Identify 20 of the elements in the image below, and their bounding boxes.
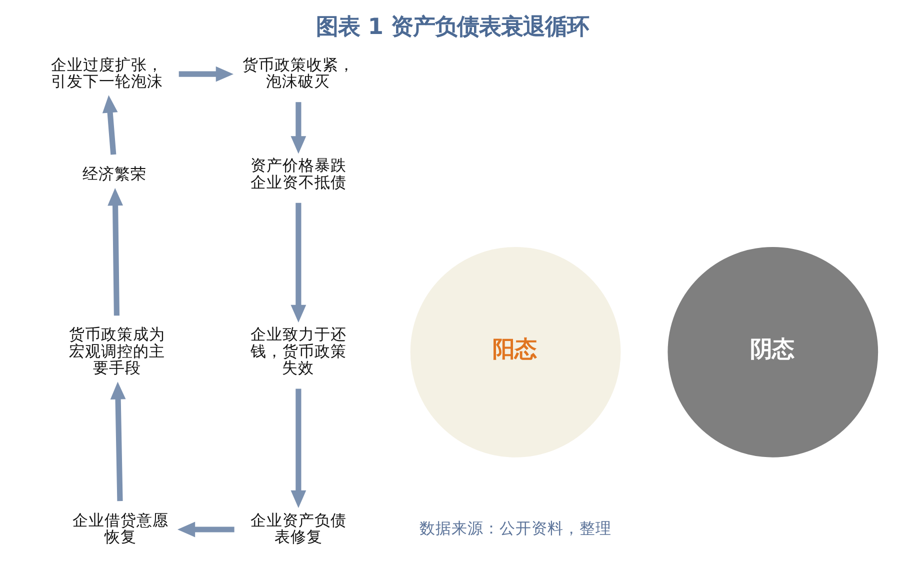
arrow bbox=[107, 188, 122, 316]
node-text: 资产价格暴跌 企业资不抵债 bbox=[250, 156, 346, 192]
caption: 数据来源：公开资料，整理 bbox=[419, 518, 612, 538]
arrow bbox=[290, 388, 306, 508]
node-text: 企业资产负债表修复 bbox=[250, 510, 346, 546]
node-text: 货币政策收紧，泡沫破灭 bbox=[242, 54, 354, 91]
arrow bbox=[178, 66, 233, 82]
arrow bbox=[102, 95, 118, 155]
arrow bbox=[110, 382, 126, 502]
node-circle: 阴态 bbox=[667, 246, 878, 458]
node-text: 企业借贷意愿恢复 bbox=[72, 510, 168, 546]
arrow bbox=[290, 202, 306, 322]
node-text: 企业过度扩张，引发下一轮泡沫 bbox=[50, 54, 163, 91]
node-text: 经济繁荣 bbox=[82, 164, 146, 183]
node-circle: 阳态 bbox=[410, 246, 620, 458]
arrow bbox=[290, 102, 306, 154]
node-text: 企业致力于还钱，货币政策失效 bbox=[250, 324, 346, 378]
arrow bbox=[176, 522, 234, 538]
node-text: 货币政策成为宏观调控的主要手段 bbox=[68, 324, 165, 378]
diagram-title: 图表 1 资产负债表衰退循环 bbox=[316, 14, 589, 40]
